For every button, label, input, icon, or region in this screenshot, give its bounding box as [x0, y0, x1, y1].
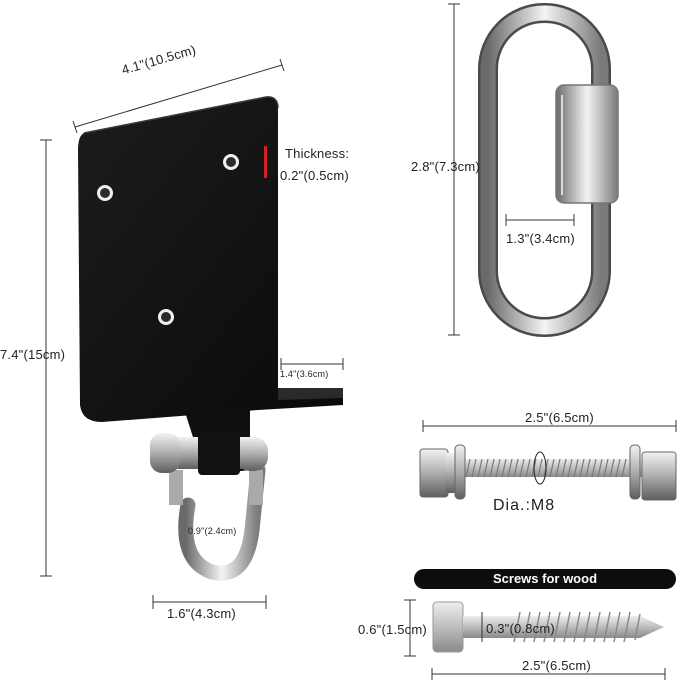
shackle — [150, 408, 268, 581]
screws-for-wood-banner: Screws for wood — [414, 569, 676, 589]
shackle-inner-label: 0.9"(2.4cm) — [188, 526, 237, 536]
carabiner-length-label: 2.8"(7.3cm) — [411, 159, 480, 174]
screw-head-label: 0.6"(1.5cm) — [358, 622, 427, 637]
bolt — [419, 444, 677, 501]
carabiner-width-label: 1.3"(3.4cm) — [506, 231, 575, 246]
thickness-label: Thickness: — [285, 146, 350, 161]
bolt-length-label: 2.5"(6.5cm) — [525, 410, 594, 425]
flange-depth-label: 1.4"(3.6cm) — [280, 369, 329, 379]
shackle-width-label: 1.6"(4.3cm) — [167, 606, 236, 621]
thickness-marker — [264, 146, 267, 178]
plate-height-label: 7.4"(15cm) — [0, 347, 66, 362]
thickness-value: 0.2"(0.5cm) — [280, 168, 349, 183]
dimension-lines — [40, 3, 677, 680]
mounting-plate — [78, 96, 343, 422]
diameter-marker — [533, 451, 547, 485]
bolt-diameter-label: Dia.:M8 — [493, 497, 556, 514]
carabiner — [478, 3, 619, 337]
wood-screw — [432, 601, 664, 653]
screw-length-label: 2.5"(6.5cm) — [522, 658, 591, 673]
screw-shank-label: 0.3"(0.8cm) — [486, 621, 555, 636]
